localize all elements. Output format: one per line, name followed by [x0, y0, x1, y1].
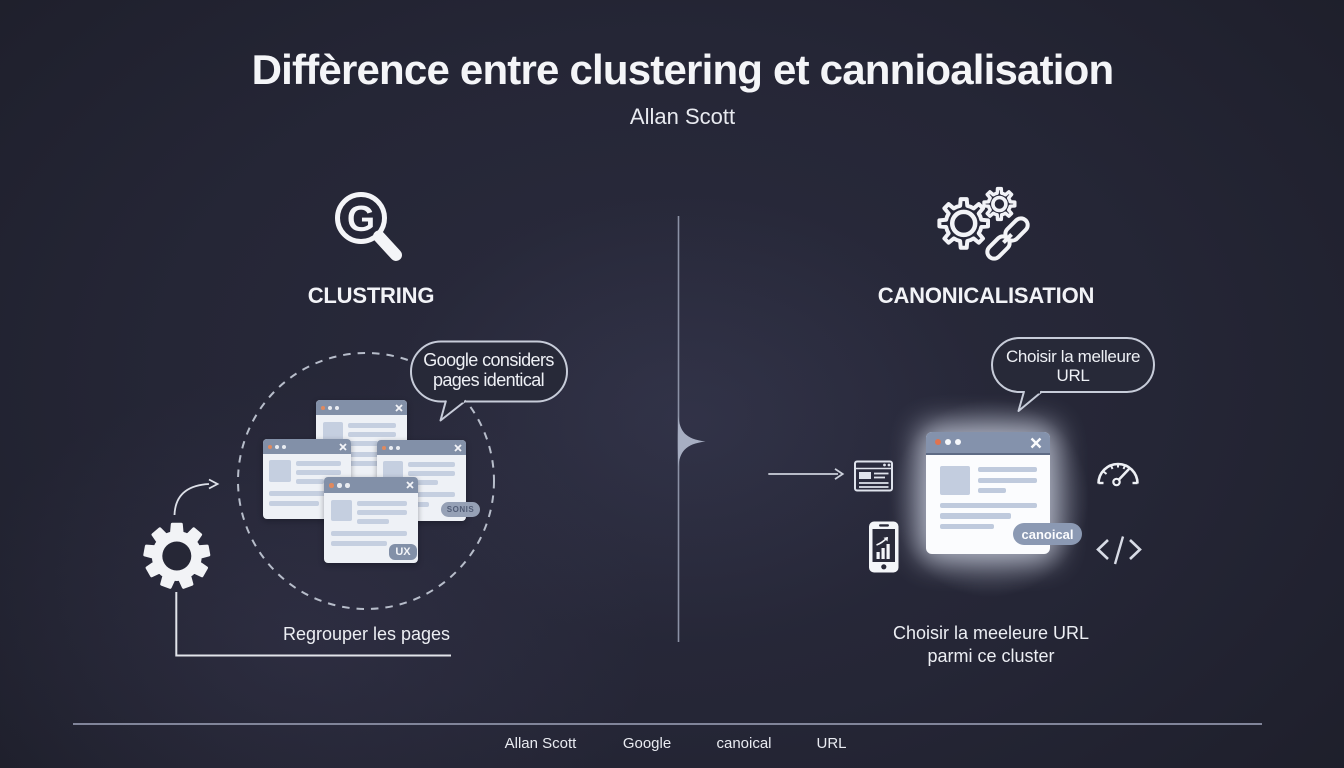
svg-text:G: G — [347, 198, 375, 239]
